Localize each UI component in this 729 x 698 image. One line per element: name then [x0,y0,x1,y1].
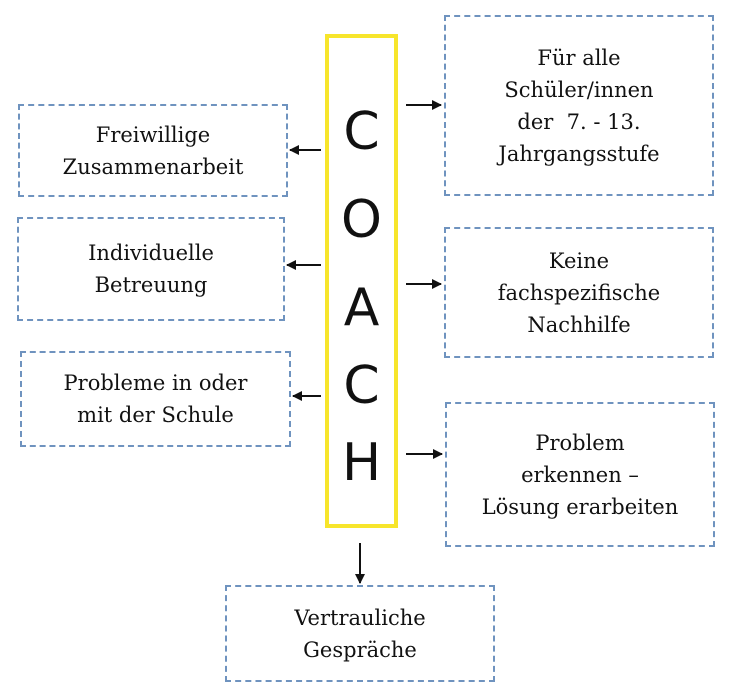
box-keine-nachhilfe: Keine fachspezifische Nachhilfe [444,227,714,358]
box-line: Schüler/innen [504,77,654,102]
box-line: Für alle [537,45,621,70]
coach-letter-h: H [341,433,382,493]
box-line: Lösung erarbeiten [481,494,679,519]
box-line: Individuelle [88,241,214,265]
box-line: Keine [548,248,610,273]
coach-letter-o: O [341,190,382,250]
coach-bar: C O A C H [325,34,398,528]
coach-letter-c1: C [343,102,380,162]
box-fuer-alle-schueler: Für alle Schüler/innen der 7. - 13. Jahr… [444,15,714,196]
box-line: fachspezifische [497,280,661,305]
box-line: Probleme in oder [63,371,248,395]
box-line: Zusammenarbeit [62,154,244,179]
box-line: Nachhilfe [527,312,631,337]
box-line: Gespräche [303,637,417,662]
box-line: mit der Schule [77,403,234,427]
box-line: erkennen – [521,462,639,487]
box-line: Betreuung [94,273,208,297]
coach-letter-a: A [343,278,380,338]
box-vertrauliche-gespraeche: Vertrauliche Gespräche [225,585,495,682]
box-probleme-schule: Probleme in oder mit der Schule [20,351,291,447]
box-line: Vertrauliche [294,605,426,630]
box-line: der 7. - 13. [517,109,641,134]
box-line: Jahrgangsstufe [498,141,660,166]
coach-letter-c2: C [343,356,380,416]
box-problem-erkennen: Problem erkennen – Lösung erarbeiten [445,402,715,547]
box-line: Freiwillige [95,122,211,147]
box-individuelle-betreuung: Individuelle Betreuung [17,217,285,321]
box-line: Problem [535,430,625,455]
box-freiwillige-zusammenarbeit: Freiwillige Zusammenarbeit [18,104,288,197]
